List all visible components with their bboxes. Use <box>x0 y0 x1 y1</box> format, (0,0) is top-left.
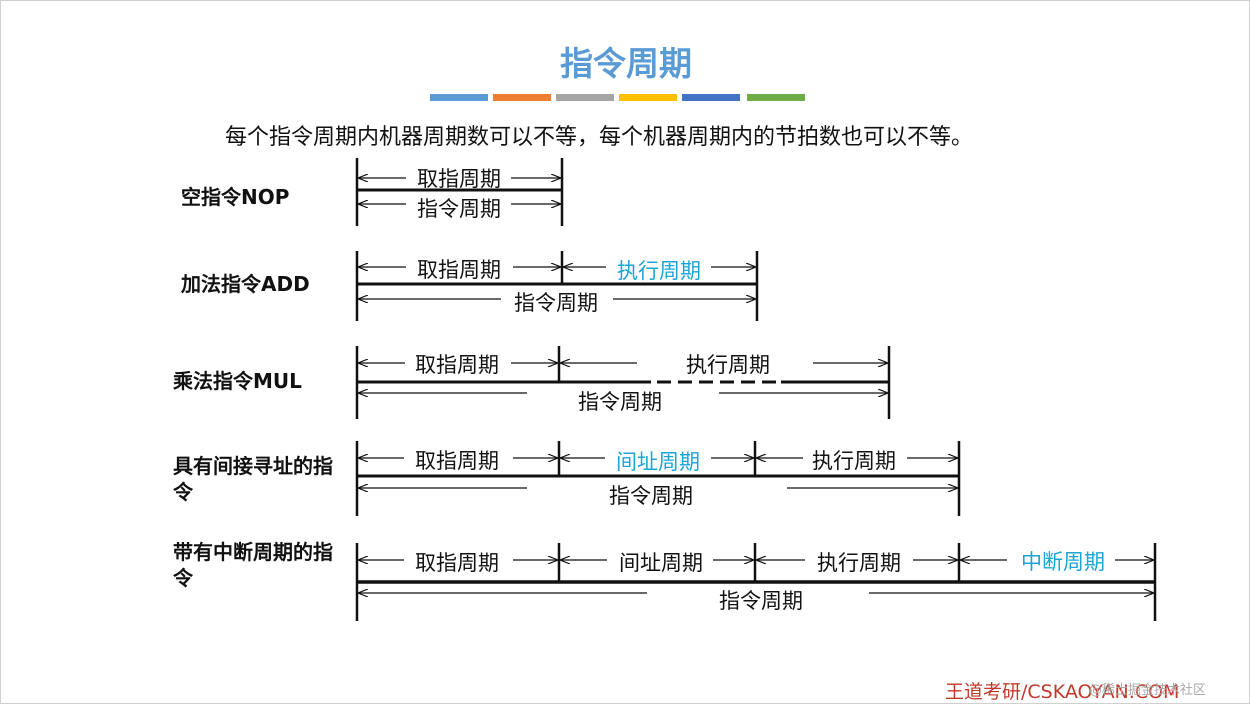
row-interrupt: 取指周期 间址周期 执行周期 中断周期 指令周期 <box>355 543 1157 621</box>
interrupt-total-label: 指令周期 <box>719 589 803 613</box>
interrupt-fetch-label: 取指周期 <box>415 551 499 575</box>
row-nop: 取指周期 指令周期 <box>355 158 564 226</box>
interrupt-int-label: 中断周期 <box>1021 550 1105 574</box>
mul-total-label: 指令周期 <box>578 390 662 414</box>
row-label-indirect-text: 具有间接寻址的指令 <box>173 454 333 504</box>
nop-total-label: 指令周期 <box>417 197 501 221</box>
nop-fetch-label: 取指周期 <box>417 167 501 191</box>
row-label-add: 加法指令ADD <box>181 272 310 296</box>
color-bar-1 <box>430 94 488 101</box>
interrupt-exec-label: 执行周期 <box>817 551 901 575</box>
subtitle: 每个指令周期内机器周期数可以不等，每个机器周期内的节拍数也可以不等。 <box>225 125 974 150</box>
indirect-addr-label: 间址周期 <box>616 450 700 474</box>
footer-watermark: @稀土掘金技术社区 <box>1089 683 1207 698</box>
mul-exec-label: 执行周期 <box>686 353 770 377</box>
row-label-nop: 空指令NOP <box>181 185 290 209</box>
indirect-total-label: 指令周期 <box>609 484 693 508</box>
indirect-fetch-label: 取指周期 <box>415 449 499 473</box>
color-bar-2 <box>493 94 551 101</box>
indirect-exec-label: 执行周期 <box>812 449 896 473</box>
add-fetch-label: 取指周期 <box>417 258 501 282</box>
mul-fetch-label: 取指周期 <box>415 353 499 377</box>
row-indirect: 取指周期 间址周期 执行周期 指令周期 <box>355 441 961 516</box>
color-bar-6 <box>747 94 805 101</box>
add-exec-label: 执行周期 <box>617 259 701 283</box>
row-label-interrupt: 带有中断周期的指令 <box>173 539 333 591</box>
row-label-mul: 乘法指令MUL <box>173 369 302 393</box>
row-label-indirect: 具有间接寻址的指令 <box>173 453 333 505</box>
row-mul: 取指周期 执行周期 指令周期 <box>355 346 891 419</box>
add-total-label: 指令周期 <box>514 291 598 315</box>
row-add: 取指周期 执行周期 指令周期 <box>355 251 759 321</box>
color-bar-4 <box>619 94 677 101</box>
color-bar-5 <box>682 94 740 101</box>
footer-brand: 王道考研/CSKAOYAN.COM <box>945 681 1180 703</box>
row-label-interrupt-text: 带有中断周期的指令 <box>173 540 333 590</box>
color-bar-3 <box>556 94 614 101</box>
interrupt-addr-label: 间址周期 <box>619 551 703 575</box>
slide-title: 指令周期 <box>560 44 692 83</box>
